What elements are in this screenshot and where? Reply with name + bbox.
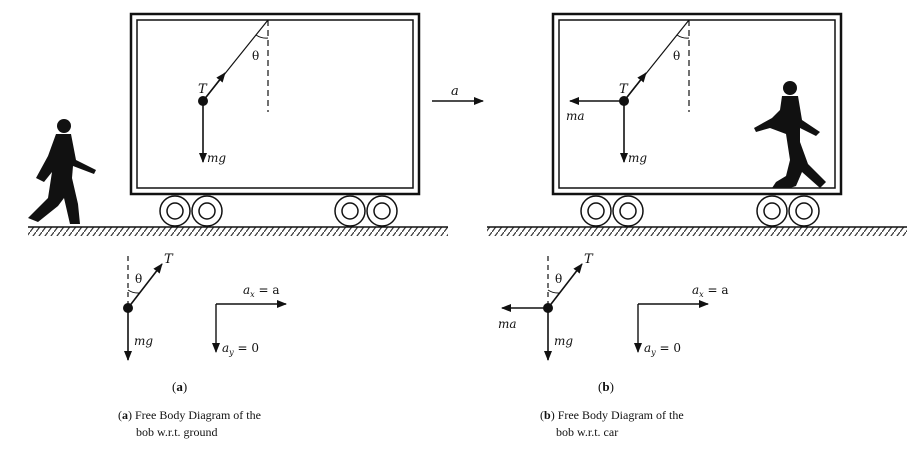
- fbd-b-tension-arrow: [547, 263, 583, 309]
- fbd-b: θ T ma mg ax = a ay = 0: [498, 252, 729, 361]
- car-a-outer: [129, 12, 421, 196]
- car-a-inner: [136, 19, 414, 189]
- tension-arrow-a: [202, 72, 226, 102]
- weight-label-b: mg: [628, 151, 647, 165]
- fbd-b-tension-label: T: [584, 252, 594, 267]
- fbd-a-tension-label: T: [164, 252, 174, 267]
- caption-b-tag: (b): [598, 379, 614, 394]
- captions: (a) (a) Free Body Diagram of the bob w.r…: [118, 379, 684, 439]
- theta-arc-b: [676, 34, 690, 39]
- fbd-a-tension-arrow: [127, 263, 163, 309]
- fbd-a-weight-label: mg: [134, 334, 153, 348]
- person-walking-icon: [28, 119, 96, 224]
- tension-label-a: T: [198, 82, 208, 97]
- car-a-wheels: [159, 195, 398, 227]
- fbd-a: θ T mg ax = a ay = 0: [123, 252, 287, 361]
- fbd-b-weight-label: mg: [554, 334, 573, 348]
- fbd-b-pseudo-force-label: ma: [498, 317, 517, 331]
- fbd-b-theta-label: θ: [555, 272, 562, 286]
- car-b-outer: [551, 12, 843, 196]
- ground-b: [487, 226, 907, 236]
- fbd-b-ax-label: ax = a: [692, 283, 729, 299]
- acceleration-label: a: [451, 84, 459, 99]
- caption-a-line2: bob w.r.t. ground: [136, 425, 218, 439]
- car-acceleration: a: [432, 84, 484, 105]
- caption-a-tag: (a): [172, 379, 187, 394]
- ground-a: [28, 226, 448, 236]
- caption-b-line2: bob w.r.t. car: [556, 425, 618, 439]
- car-b-inner: [558, 19, 836, 189]
- theta-label-b: θ: [673, 49, 680, 63]
- fbd-a-theta-arc: [127, 289, 140, 294]
- fbd-a-ax-label: ax = a: [243, 283, 280, 299]
- scene-a: θ T mg: [28, 12, 448, 236]
- caption-a-line1: (a) Free Body Diagram of the: [118, 408, 261, 422]
- person-walking-icon: [754, 81, 826, 188]
- theta-arc-a: [255, 34, 269, 39]
- scene-b: θ T ma mg: [487, 12, 907, 236]
- pseudo-force-label-b: ma: [566, 109, 585, 123]
- tension-arrow-b: [623, 72, 647, 102]
- weight-label-a: mg: [207, 151, 226, 165]
- theta-label-a: θ: [252, 49, 259, 63]
- caption-b-line1: (b) Free Body Diagram of the: [540, 408, 684, 422]
- fbd-a-theta-label: θ: [135, 272, 142, 286]
- fbd-b-ay-label: ay = 0: [644, 341, 681, 357]
- fbd-a-ay-label: ay = 0: [222, 341, 259, 357]
- fbd-b-theta-arc: [547, 289, 560, 294]
- tension-label-b: T: [619, 82, 629, 97]
- car-b-wheels: [580, 195, 820, 227]
